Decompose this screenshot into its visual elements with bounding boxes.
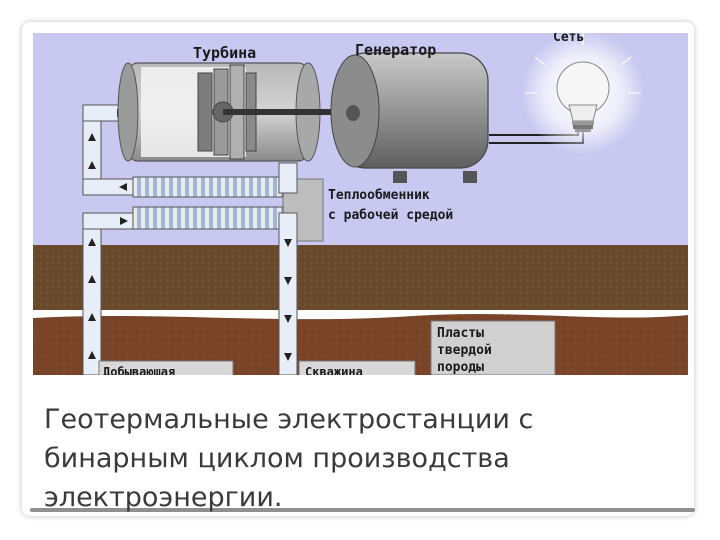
turbine-shaft <box>223 109 345 115</box>
light-bulb-icon <box>521 33 645 155</box>
network-label: Сеть <box>553 33 584 45</box>
injection-well-pipe <box>278 212 298 375</box>
rock-label-line2: твердой <box>437 343 492 358</box>
turbine-return-pipe <box>278 162 298 194</box>
soil-layer <box>33 245 688 310</box>
geothermal-plant-diagram: Турбина Генератор Сеть Теплообменник с р… <box>33 33 688 375</box>
injection-well-label: Скважина <box>305 365 363 375</box>
frame-bottom-accent <box>30 508 695 512</box>
generator-label: Генератор <box>355 41 436 59</box>
heat-exchanger-label-line2: с рабочей средой <box>328 208 453 223</box>
production-well-label: Добывающая <box>103 365 175 375</box>
turbine-label: Турбина <box>193 44 256 62</box>
rock-label-line3: породы <box>437 360 484 375</box>
heat-exchanger-tubes-lower <box>132 206 284 230</box>
production-well-label-box <box>98 360 234 375</box>
slide-caption: Геотермальные электростанции с бинарным … <box>44 404 534 513</box>
heat-exchanger-tubes-upper <box>132 176 284 198</box>
rock-label-box <box>430 320 556 375</box>
heat-exchanger-label-line1: Теплообменник <box>328 188 430 203</box>
generator <box>330 52 489 183</box>
rock-label-line1: Пласты <box>437 326 484 341</box>
injection-well-label-box <box>298 360 416 375</box>
